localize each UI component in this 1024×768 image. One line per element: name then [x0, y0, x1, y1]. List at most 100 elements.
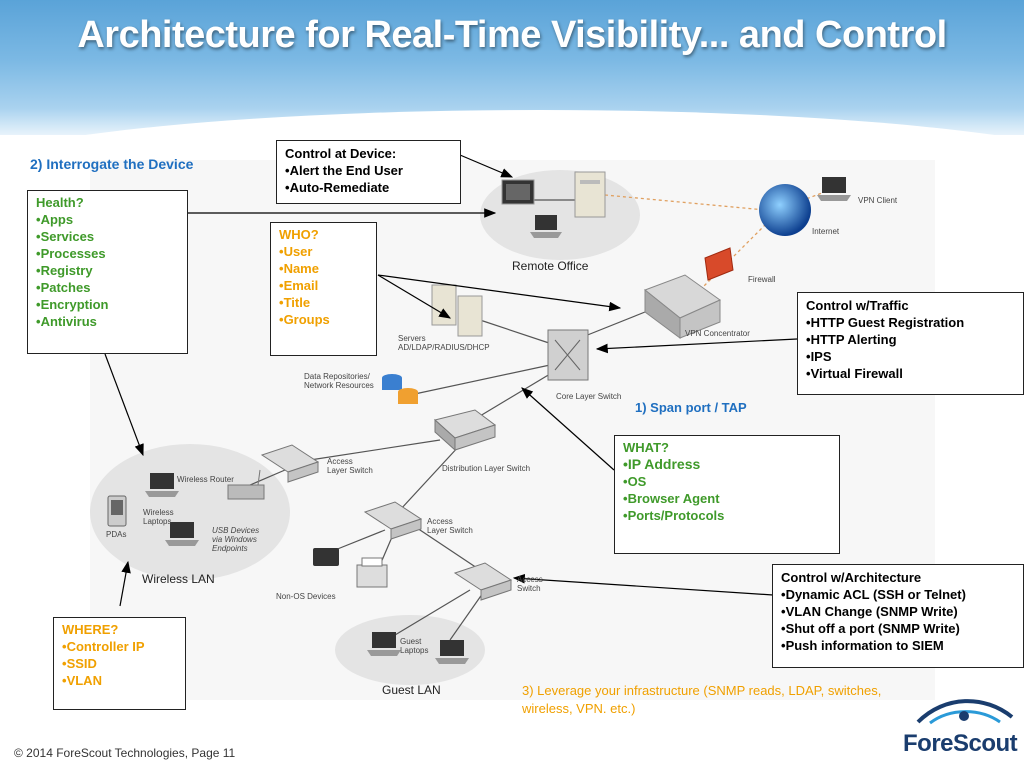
control-architecture-item: VLAN Change (SNMP Write) — [781, 603, 1015, 620]
label-guest-laptops: Guest Laptops — [400, 637, 429, 655]
remote-monitor-icon — [501, 179, 535, 205]
internet-globe-icon — [759, 184, 811, 236]
control-architecture-item: Dynamic ACL (SSH or Telnet) — [781, 586, 1015, 603]
link-core-repos — [409, 364, 551, 396]
access-switch-3-icon — [453, 562, 513, 601]
link-access3-laptop2 — [449, 589, 486, 641]
wireless-router-icon — [227, 469, 265, 500]
health-item: Registry — [36, 262, 179, 279]
control-traffic-item: HTTP Guest Registration — [806, 314, 1015, 331]
access-switch-2-icon — [363, 501, 423, 540]
arrow-who-to-servers — [377, 274, 452, 319]
control-traffic-item: Virtual Firewall — [806, 365, 1015, 382]
arrow-arch-to-access3 — [512, 573, 774, 596]
where-item: Controller IP — [62, 638, 177, 655]
usb-laptop-icon — [165, 522, 199, 546]
link-dist-access1 — [309, 439, 441, 461]
label-guest-lan: Guest LAN — [382, 683, 441, 697]
control-device-item: Auto-Remediate — [285, 179, 452, 196]
footer-copyright: © 2014 ForeScout Technologies, Page 11 — [14, 746, 236, 760]
step-1-span-port: 1) Span port / TAP — [635, 400, 747, 415]
arrow-where-to-wireless — [119, 560, 131, 607]
health-item: Services — [36, 228, 179, 245]
who-item: Groups — [279, 311, 368, 328]
what-box: WHAT? IP Address OS Browser Agent Ports/… — [614, 435, 840, 554]
control-architecture-box: Control w/Architecture Dynamic ACL (SSH … — [772, 564, 1024, 668]
label-non-os-devices: Non-OS Devices — [276, 592, 336, 601]
label-vpn-concentrator: VPN Concentrator — [685, 329, 750, 338]
health-header: Health? — [36, 195, 84, 210]
vpn-concentrator-icon — [644, 274, 721, 339]
who-header: WHO? — [279, 227, 319, 242]
label-pdas: PDAs — [106, 530, 127, 539]
who-item: Email — [279, 277, 368, 294]
arrow-what-to-core — [521, 387, 615, 471]
distribution-switch-icon — [433, 409, 497, 452]
arrow-control-device-to-remote — [459, 154, 514, 178]
core-switch-icon — [547, 329, 589, 381]
link-dist-access2 — [399, 444, 461, 511]
control-device-box: Control at Device: Alert the End User Au… — [276, 140, 461, 204]
control-traffic-item: HTTP Alerting — [806, 331, 1015, 348]
control-device-header: Control at Device: — [285, 146, 397, 161]
guest-laptop-1-icon — [367, 632, 401, 656]
label-remote-office: Remote Office — [512, 259, 589, 273]
data-repository-icon — [382, 374, 418, 404]
step-2-interrogate: 2) Interrogate the Device — [30, 156, 194, 172]
label-wireless-lan: Wireless LAN — [142, 572, 215, 586]
forescout-logo-icon — [916, 699, 1014, 725]
health-item: Apps — [36, 211, 179, 228]
access-switch-1-icon — [260, 444, 320, 483]
who-item: Title — [279, 294, 368, 311]
label-access-switch-1: Access Layer Switch — [327, 457, 373, 475]
slide-title: Architecture for Real-Time Visibility...… — [77, 14, 947, 56]
label-data-repositories: Data Repositories/ Network Resources — [304, 372, 374, 390]
firewall-icon — [704, 247, 734, 281]
control-device-item: Alert the End User — [285, 162, 452, 179]
who-item: Name — [279, 260, 368, 277]
where-box: WHERE? Controller IP SSID VLAN — [53, 617, 186, 710]
control-traffic-box: Control w/Traffic HTTP Guest Registratio… — [797, 292, 1024, 395]
title-banner — [0, 0, 1024, 135]
pda-icon — [107, 495, 127, 527]
arrow-health-to-wireless — [104, 353, 144, 457]
label-usb-devices: USB Devices via Windows Endpoints — [212, 526, 260, 553]
link-access2-phone — [334, 529, 386, 551]
phone-icon — [313, 548, 339, 566]
link-access1-router — [249, 469, 286, 486]
label-access-switch-3: Access Switch — [517, 575, 543, 593]
health-item: Patches — [36, 279, 179, 296]
where-item: VLAN — [62, 672, 177, 689]
label-access-switch-2: Access Layer Switch — [427, 517, 473, 535]
link-core-servers — [479, 319, 556, 346]
label-wireless-laptops: Wireless Laptops — [143, 508, 174, 526]
control-traffic-header: Control w/Traffic — [806, 298, 909, 313]
health-item: Antivirus — [36, 313, 179, 330]
control-architecture-item: Shut off a port (SNMP Write) — [781, 620, 1015, 637]
what-item: Ports/Protocols — [623, 507, 831, 524]
health-item: Processes — [36, 245, 179, 262]
step-3-leverage: 3) Leverage your infrastructure (SNMP re… — [522, 683, 882, 716]
label-servers: Servers AD/LDAP/RADIUS/DHCP — [398, 334, 490, 352]
arrow-traffic-to-core — [595, 338, 798, 354]
who-box: WHO? User Name Email Title Groups — [270, 222, 377, 356]
label-vpn-client: VPN Client — [858, 196, 898, 205]
link-access3-laptop1 — [394, 589, 471, 636]
wireless-lan-zone — [90, 444, 290, 580]
label-internet: Internet — [812, 227, 840, 236]
printer-icon — [356, 557, 388, 588]
vpn-tunnel-remote — [604, 194, 766, 211]
health-box: Health? Apps Services Processes Registry… — [27, 190, 188, 354]
remote-laptop-icon — [530, 215, 562, 238]
label-firewall: Firewall — [748, 275, 776, 284]
control-traffic-item: IPS — [806, 348, 1015, 365]
wireless-laptop-icon — [145, 473, 179, 497]
who-item: User — [279, 243, 368, 260]
arrow-who-to-vpn — [377, 274, 622, 312]
forescout-logo-text: ForeScout — [903, 730, 1018, 757]
where-item: SSID — [62, 655, 177, 672]
health-item: Encryption — [36, 296, 179, 313]
what-header: WHAT? — [623, 440, 669, 455]
where-header: WHERE? — [62, 622, 119, 637]
